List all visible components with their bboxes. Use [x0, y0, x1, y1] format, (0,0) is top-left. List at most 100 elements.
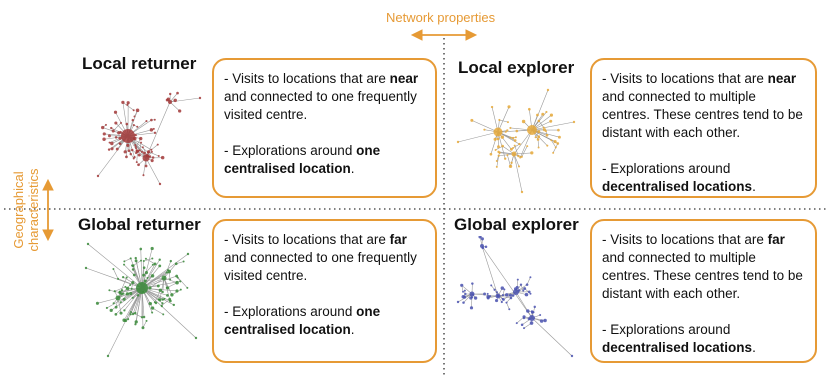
network-node [515, 322, 518, 325]
network-node [495, 159, 498, 162]
network-node [536, 113, 539, 117]
network-edge [85, 267, 143, 289]
network-node [135, 149, 140, 153]
network-node [135, 147, 138, 150]
network-node [526, 145, 529, 148]
network-node [161, 290, 164, 294]
network-node [529, 292, 532, 295]
network-node [520, 155, 523, 158]
network-node [198, 96, 202, 100]
network-edge [87, 243, 143, 289]
network-node [120, 292, 123, 296]
network-edge [161, 299, 170, 306]
network-node [168, 297, 172, 301]
network-node [142, 315, 146, 319]
network-node [126, 143, 130, 147]
network-node [570, 354, 574, 358]
global-returner-title: Global returner [78, 215, 201, 234]
network-node [530, 310, 534, 313]
network-node [142, 266, 146, 269]
network-edge [481, 245, 533, 319]
network-edge [151, 144, 158, 151]
network-node [172, 303, 176, 307]
network-node [527, 290, 531, 294]
network-node [134, 259, 138, 263]
network-node [520, 190, 524, 194]
network-node [114, 312, 118, 316]
network-node [501, 144, 504, 148]
network-node [165, 271, 168, 274]
network-node [557, 128, 560, 132]
network-node [506, 121, 509, 124]
network-edge [149, 277, 165, 289]
network-node [536, 138, 540, 141]
network-edge [506, 302, 510, 310]
network-node [493, 137, 497, 141]
network-node [542, 126, 545, 129]
network-node [464, 292, 467, 296]
network-node [125, 292, 130, 296]
network-node [152, 127, 155, 130]
network-node [537, 146, 540, 149]
network-node [96, 174, 100, 178]
network-node [142, 151, 146, 155]
network-node [490, 105, 494, 109]
network-edge [107, 287, 143, 357]
horizontal-double-arrow-icon [410, 29, 478, 41]
network-node [109, 308, 113, 313]
network-node [175, 289, 179, 293]
network-node [516, 278, 519, 281]
network-node [137, 153, 141, 157]
network-node [176, 276, 179, 279]
network-node [136, 125, 139, 128]
network-node [484, 245, 488, 249]
network-node [161, 298, 164, 301]
network-node [497, 145, 500, 149]
network-node [533, 305, 536, 309]
network-node [515, 129, 519, 133]
network-node [125, 155, 128, 159]
network-edge [531, 317, 573, 357]
network-node [129, 257, 132, 260]
network-node [522, 315, 526, 319]
network-node [508, 308, 511, 311]
network-node [469, 306, 474, 310]
network-node [158, 288, 163, 292]
network-node [509, 136, 512, 139]
network-edge [496, 155, 500, 167]
network-edge [97, 135, 129, 177]
network-node [135, 108, 140, 113]
network-edge [141, 253, 189, 289]
global-returner-network-image [84, 242, 198, 358]
network-edge [159, 277, 165, 301]
network-edge [113, 268, 119, 279]
network-node [134, 133, 137, 137]
network-node [106, 354, 110, 358]
network-node [456, 300, 460, 304]
network-node [179, 288, 182, 291]
network-node [146, 277, 149, 280]
network-node [148, 286, 152, 290]
network-node [150, 118, 153, 122]
network-edge [145, 258, 156, 265]
network-node [513, 139, 517, 142]
network-node [503, 288, 506, 291]
network-node [169, 92, 172, 96]
network-edge [114, 286, 126, 292]
network-edge [497, 129, 533, 133]
network-node [110, 141, 114, 146]
network-node [144, 257, 147, 260]
network-node [522, 289, 525, 292]
network-node [123, 260, 126, 263]
network-node [144, 164, 148, 168]
network-edge [148, 151, 159, 157]
network-edge [145, 157, 161, 185]
network-node [506, 154, 509, 157]
network-node [179, 280, 182, 283]
network-nodes [96, 91, 202, 186]
network-node [141, 326, 145, 330]
network-node [495, 165, 498, 168]
network-node [549, 119, 553, 123]
network-node [460, 283, 464, 287]
network-node [129, 152, 132, 156]
